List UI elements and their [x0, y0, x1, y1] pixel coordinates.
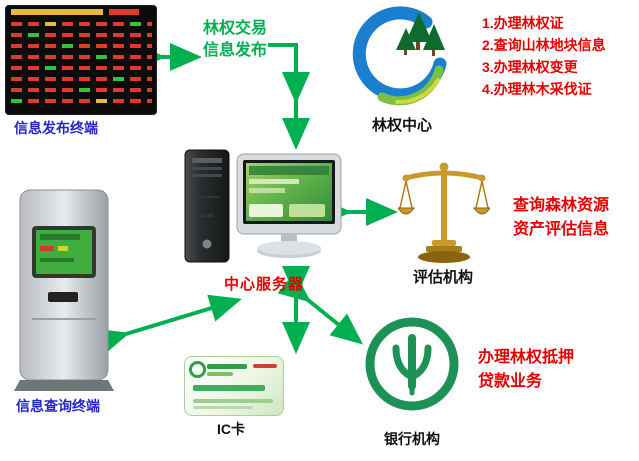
balance-scale-icon	[397, 158, 491, 269]
bank-logo-icon	[360, 312, 465, 422]
service-item-2: 2.查询山林地块信息	[482, 37, 606, 53]
bank-note: 办理林权抵押 贷款业务	[478, 346, 574, 394]
bank-label: 银行机构	[384, 431, 440, 447]
service-item-3: 3.办理林权变更	[482, 59, 578, 75]
server-label: 中心服务器	[224, 276, 305, 293]
card-title-bar	[193, 385, 265, 391]
card-text-bar	[207, 364, 247, 369]
service-item-4: 4.办理林木采伐证	[482, 81, 592, 97]
server-computer-image	[183, 148, 343, 275]
kiosk-label: 信息查询终端	[16, 398, 100, 414]
card-logo-icon	[189, 361, 206, 378]
ic-card-label: IC卡	[217, 421, 245, 437]
card-text-bar	[207, 372, 233, 376]
card-text-bar	[193, 406, 253, 409]
assessor-note-line2: 资产评估信息	[513, 221, 610, 238]
publish-note-line2: 信息发布	[202, 42, 267, 59]
card-text-bar	[193, 399, 273, 403]
bank-note-line1: 办理林权抵押	[478, 349, 575, 366]
forest-center-label: 林权中心	[372, 117, 433, 134]
service-item-1: 1.办理林权证	[482, 15, 564, 31]
bank-note-line2: 贷款业务	[478, 373, 543, 390]
publish-note-line1: 林权交易	[202, 20, 267, 37]
assessor-label: 评估机构	[413, 269, 474, 286]
services-list: 1.办理林权证 2.查询山林地块信息 3.办理林权变更 4.办理林木采伐证	[482, 12, 606, 100]
forest-center-logo-icon	[352, 6, 452, 111]
card-serial-bar	[253, 364, 277, 368]
ticker-board-image	[4, 4, 158, 120]
publish-note: 林权交易 信息发布	[201, 18, 269, 62]
ic-card-image	[184, 356, 284, 416]
ticker-label: 信息发布终端	[14, 120, 98, 136]
assessor-note: 查询森林资源 资产评估信息	[513, 194, 609, 242]
kiosk-image	[12, 188, 117, 398]
tower	[184, 149, 230, 263]
assessor-note-line1: 查询森林资源	[513, 197, 610, 214]
monitor	[236, 153, 342, 258]
